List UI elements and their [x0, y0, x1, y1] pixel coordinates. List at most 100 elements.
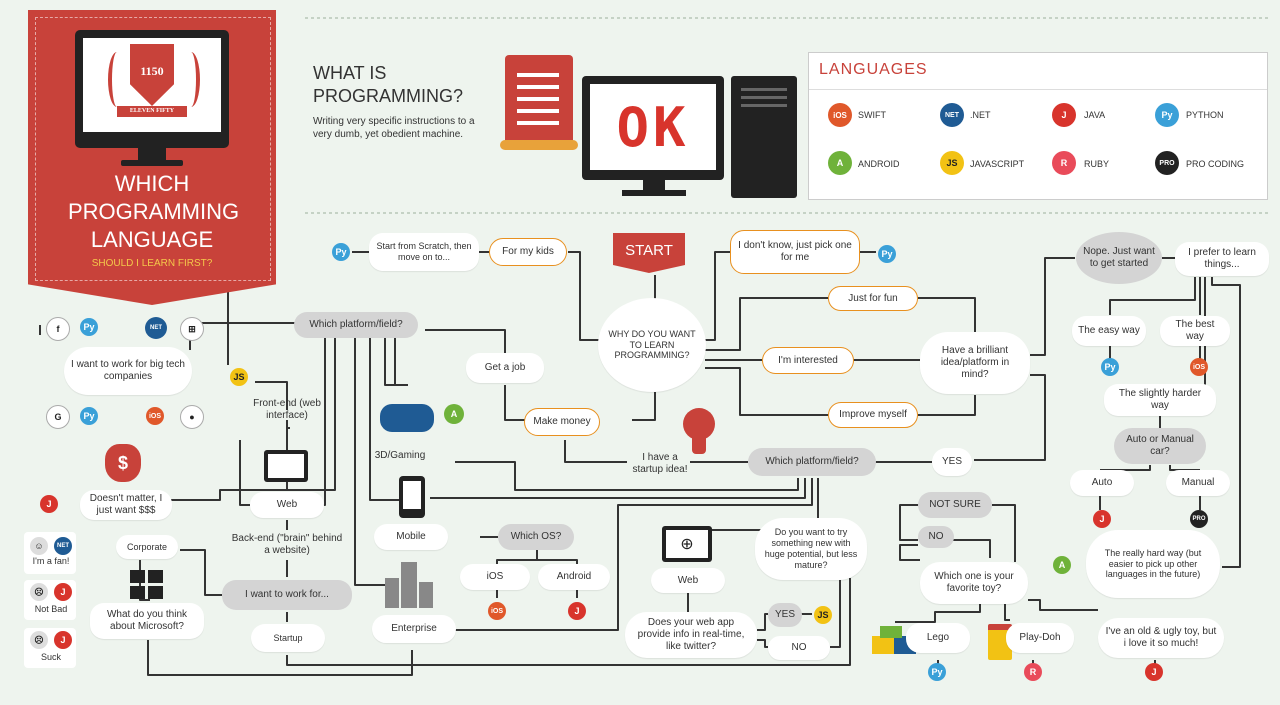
java-icon: J — [568, 602, 586, 620]
happy-face-icon: ☺ — [30, 537, 48, 555]
swift-icon: iOS — [146, 407, 164, 425]
ios-node[interactable]: iOS — [460, 564, 530, 590]
banner-title: WHICH PROGRAMMING LANGUAGE — [68, 171, 240, 252]
python-icon: Py — [332, 243, 350, 261]
lang-ruby: RUBY — [1084, 159, 1110, 169]
nope-node[interactable]: Nope. Just want to get started — [1076, 232, 1162, 284]
start-tag: START — [613, 233, 685, 273]
which-os-node: Which OS? — [498, 524, 574, 550]
lego-node[interactable]: Lego — [906, 623, 970, 653]
screen-ok-text: OK — [616, 95, 690, 159]
just-fun-node[interactable]: Just for fun — [828, 286, 918, 311]
laurel-right-icon — [182, 52, 200, 107]
javascript-icon: JS — [230, 368, 248, 386]
gaming-label: 3D/Gaming — [374, 450, 426, 461]
ruby-icon: R — [1024, 663, 1042, 681]
not-bad-label: Not Bad — [34, 604, 68, 614]
java-icon: J — [1052, 103, 1076, 127]
old-toy-node[interactable]: I've an old & ugly toy, but i love it so… — [1098, 618, 1224, 658]
no2-node[interactable]: NO — [918, 526, 954, 548]
dotnet-icon: NET — [54, 537, 72, 555]
for-kids-node[interactable]: For my kids — [489, 238, 567, 266]
swift-icon: iOS — [828, 103, 852, 127]
lightbulb-icon — [683, 408, 715, 440]
doesnt-matter-node[interactable]: Doesn't matter, I just want $$$ — [80, 490, 172, 520]
platform-field-mid-node: Which platform/field? — [748, 448, 876, 476]
scroll-icon — [505, 55, 573, 147]
rt-yes-node[interactable]: YES — [768, 603, 802, 627]
auto-manual-node: Auto or Manual car? — [1114, 428, 1206, 464]
startup-node[interactable]: Startup — [251, 624, 325, 652]
fav-toy-node: Which one is your favorite toy? — [920, 562, 1028, 604]
javascript-icon: JS — [814, 606, 832, 624]
playdoh-node[interactable]: Play-Doh — [1006, 623, 1074, 653]
lang-java: JAVA — [1084, 110, 1106, 120]
android-icon: A — [828, 151, 852, 175]
python-icon: Py — [928, 663, 946, 681]
not-sure-node[interactable]: NOT SURE — [918, 492, 992, 518]
java-icon: J — [1093, 510, 1111, 528]
java-icon: J — [1145, 663, 1163, 681]
dotnet-icon: NET — [145, 317, 167, 339]
slightly-harder-node[interactable]: The slightly harder way — [1104, 384, 1216, 416]
globe-monitor-icon: ⊕ — [662, 526, 712, 562]
manual-node[interactable]: Manual — [1166, 470, 1230, 496]
sad-face-icon: ☹ — [30, 631, 48, 649]
lang-android: ANDROID — [858, 159, 900, 169]
best-way-node[interactable]: The best way — [1160, 316, 1230, 346]
interested-node[interactable]: I'm interested — [762, 347, 854, 374]
yes-mid-node[interactable]: YES — [932, 448, 972, 476]
python-icon: Py — [878, 245, 896, 263]
prefer-node: I prefer to learn things... — [1175, 242, 1269, 276]
banner-subtitle: SHOULD I LEARN FIRST? — [91, 258, 213, 269]
dont-know-node[interactable]: I don't know, just pick one for me — [730, 230, 860, 274]
big-tech-node[interactable]: I want to work for big tech companies — [64, 347, 192, 395]
computer-tower-icon — [731, 76, 797, 198]
web-node[interactable]: Web — [250, 492, 324, 518]
languages-heading: LANGUAGES — [819, 61, 928, 78]
logo-text: 1150 — [140, 63, 164, 78]
monitor-foot — [622, 190, 686, 196]
lightbulb-base — [692, 438, 706, 454]
backend-label: Back-end ("brain" behind a website) — [231, 533, 343, 556]
enterprise-node[interactable]: Enterprise — [372, 615, 456, 643]
lang-javascript: JAVASCRIPT — [970, 159, 1025, 169]
intro-body: Writing very specific instructions to a … — [313, 116, 475, 140]
monitor-icon: 1150 ELEVEN FIFTY — [75, 30, 229, 148]
swift-icon: iOS — [1190, 358, 1208, 376]
lang-pro-coding: PRO CODING — [1186, 159, 1245, 169]
corporate-node[interactable]: Corporate — [116, 535, 178, 559]
computer-monitor-icon: OK — [582, 76, 724, 180]
monitor-stand — [138, 148, 166, 160]
auto-node[interactable]: Auto — [1070, 470, 1134, 496]
realtime-node: Does your web app provide info in real-t… — [625, 612, 757, 658]
python-icon: Py — [1101, 358, 1119, 376]
android-icon: A — [1053, 556, 1071, 574]
lang-swift: SWIFT — [858, 110, 886, 120]
pro-coding-icon: PRO — [1155, 151, 1179, 175]
apple-icon: ● — [180, 405, 204, 429]
mobile-node[interactable]: Mobile — [374, 524, 448, 550]
web-app-node[interactable]: Web — [651, 568, 725, 593]
get-job-node[interactable]: Get a job — [466, 353, 544, 383]
google-icon: G — [46, 405, 70, 429]
facebook-icon: f — [46, 317, 70, 341]
banner-inner-border — [35, 17, 271, 281]
work-for-node: I want to work for... — [222, 580, 352, 610]
laurel-left-icon — [108, 52, 126, 107]
languages-legend: LANGUAGES — [808, 52, 1268, 200]
android-node[interactable]: Android — [538, 564, 610, 590]
title-banner: 1150 ELEVEN FIFTY WHICH PROGRAMMING LANG… — [28, 10, 276, 305]
why-learn-node: WHY DO YOU WANT TO LEARN PROGRAMMING? — [598, 298, 706, 392]
python-icon: Py — [1155, 103, 1179, 127]
really-hard-node[interactable]: The really hard way (but easier to pick … — [1086, 530, 1220, 598]
make-money-node[interactable]: Make money — [524, 408, 600, 436]
scratch-node: Start from Scratch, then move on to... — [369, 233, 479, 271]
improve-node[interactable]: Improve myself — [828, 402, 918, 428]
logo-ribbon: ELEVEN FIFTY — [117, 106, 187, 117]
dotnet-icon: NET — [940, 103, 964, 127]
javascript-icon: JS — [940, 151, 964, 175]
easy-way-node[interactable]: The easy way — [1072, 316, 1146, 346]
rt-no-node[interactable]: NO — [768, 636, 830, 660]
